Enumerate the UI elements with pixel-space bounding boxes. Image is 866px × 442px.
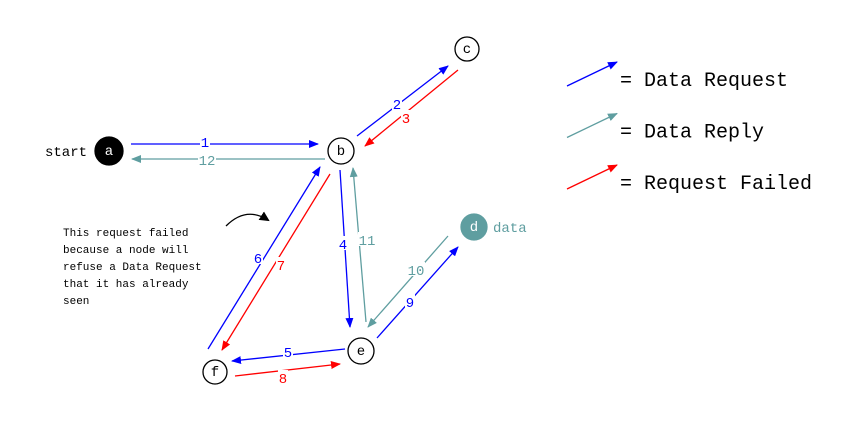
- node-c-label: c: [463, 42, 471, 58]
- edge-e-d-request: [376, 246, 459, 339]
- legend-request-label: = Data Request: [620, 70, 788, 93]
- edge-label-6: 6: [254, 252, 262, 268]
- edge-label-bg: [338, 236, 348, 250]
- node-f: [202, 359, 228, 385]
- node-f-label: f: [211, 365, 219, 381]
- edge-label-7: 7: [277, 259, 285, 275]
- legend-reply-arrow: [566, 112, 618, 139]
- node-e: [347, 337, 375, 365]
- edge-label-bg: [278, 370, 288, 384]
- edge-label-9: 9: [406, 296, 414, 312]
- legend-failed-label: = Request Failed: [620, 173, 812, 196]
- edge-label-bg: [358, 232, 376, 246]
- node-d: [460, 213, 488, 241]
- edge-label-bg: [407, 262, 425, 276]
- edge-b-c-request: [356, 65, 449, 137]
- legend-reply-label: = Data Reply: [620, 122, 764, 145]
- edge-label-11: 11: [359, 234, 376, 250]
- edge-d-e-reply: [367, 235, 449, 328]
- edge-f-b-request: [207, 166, 321, 350]
- edge-label-bg: [253, 250, 263, 264]
- edge-label-2: 2: [393, 98, 401, 114]
- node-d-caption: data: [493, 221, 527, 237]
- edge-label-bg: [405, 294, 415, 308]
- edge-label-1: 1: [201, 136, 209, 152]
- node-b-label: b: [337, 144, 345, 160]
- edge-label-bg: [276, 257, 286, 271]
- edge-label-5: 5: [284, 346, 292, 362]
- edge-label-8: 8: [279, 372, 287, 388]
- node-c: [454, 36, 480, 62]
- annotation-arrow: [225, 211, 270, 227]
- edge-label-bg: [401, 110, 411, 124]
- edge-label-12: 12: [199, 154, 216, 170]
- node-a-caption: start: [45, 145, 87, 161]
- annotation-note: This request failed because a node will …: [63, 228, 202, 308]
- edge-label-bg: [198, 152, 216, 166]
- edge-label-bg: [392, 96, 402, 110]
- node-a-label: a: [105, 144, 113, 160]
- node-d-label: d: [470, 220, 478, 236]
- edge-label-bg: [200, 134, 210, 148]
- node-b: [327, 137, 355, 165]
- edge-label-bg: [283, 344, 293, 358]
- edge-label-3: 3: [402, 112, 410, 128]
- node-a: [94, 136, 124, 166]
- legend-request-arrow: [566, 61, 618, 87]
- edge-c-b-failed: [364, 69, 459, 147]
- edge-label-10: 10: [408, 264, 425, 280]
- node-e-label: e: [357, 344, 365, 360]
- legend-failed-arrow: [566, 164, 618, 190]
- edge-label-4: 4: [339, 238, 347, 254]
